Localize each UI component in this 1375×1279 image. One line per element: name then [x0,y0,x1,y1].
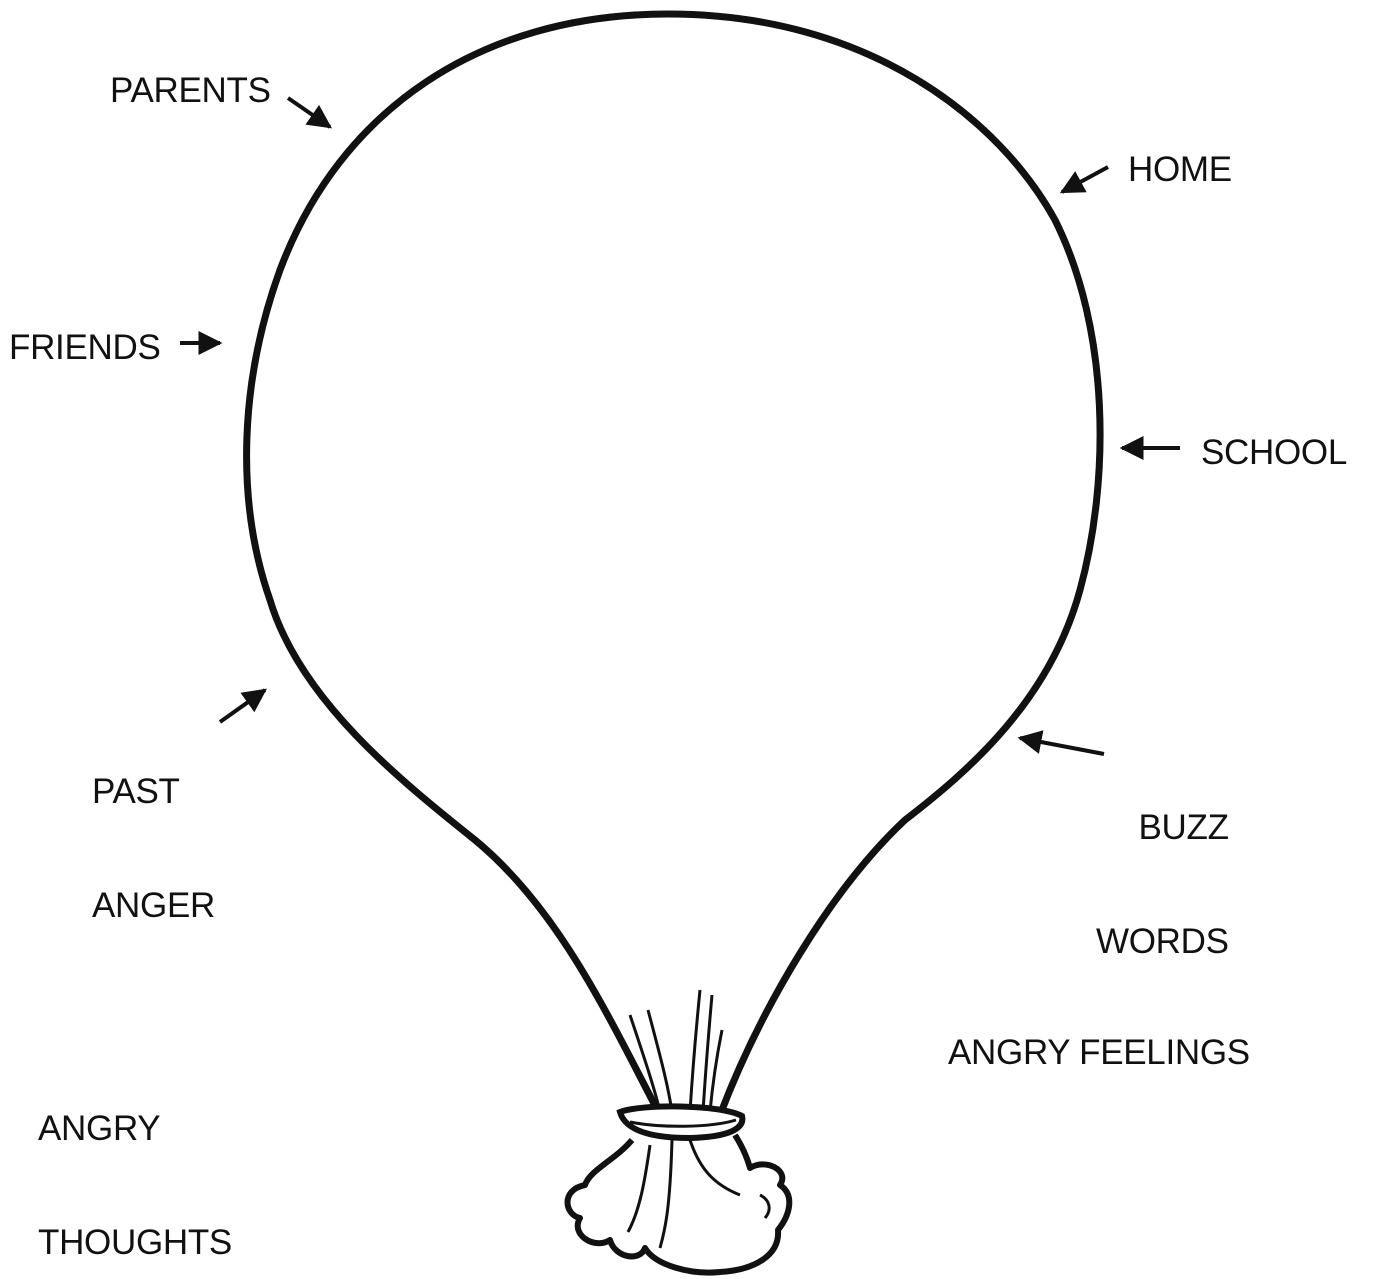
label-past-anger: PAST ANGER [92,697,215,1001]
arrow-home [1062,167,1108,192]
balloon-neck [630,990,722,1112]
balloon-tie [620,1106,742,1138]
label-past-anger-line2: ANGER [92,887,215,925]
label-school: SCHOOL [1201,434,1347,472]
label-past-anger-line1: PAST [92,773,215,811]
label-angry-thoughts-line1: ANGRY [38,1110,232,1148]
label-buzz-words-line1: BUZZ [1096,809,1229,847]
balloon-outline [247,14,1100,1115]
label-home: HOME [1128,151,1232,189]
label-angry-thoughts: ANGRY THOUGHTS [38,1034,232,1279]
label-friends: FRIENDS [9,329,161,367]
label-buzz-words: BUZZ WORDS [1096,733,1229,1037]
label-angry-feelings: ANGRY FEELINGS [948,1034,1250,1072]
label-parents: PARENTS [110,72,271,110]
balloon-knot [568,1135,790,1273]
arrow-buzz-words [1020,738,1104,754]
label-angry-thoughts-line2: THOUGHTS [38,1224,232,1262]
arrows [180,98,1180,754]
arrow-past-anger [220,690,265,722]
arrow-parents [288,98,330,127]
label-buzz-words-line2: WORDS [1096,923,1229,961]
